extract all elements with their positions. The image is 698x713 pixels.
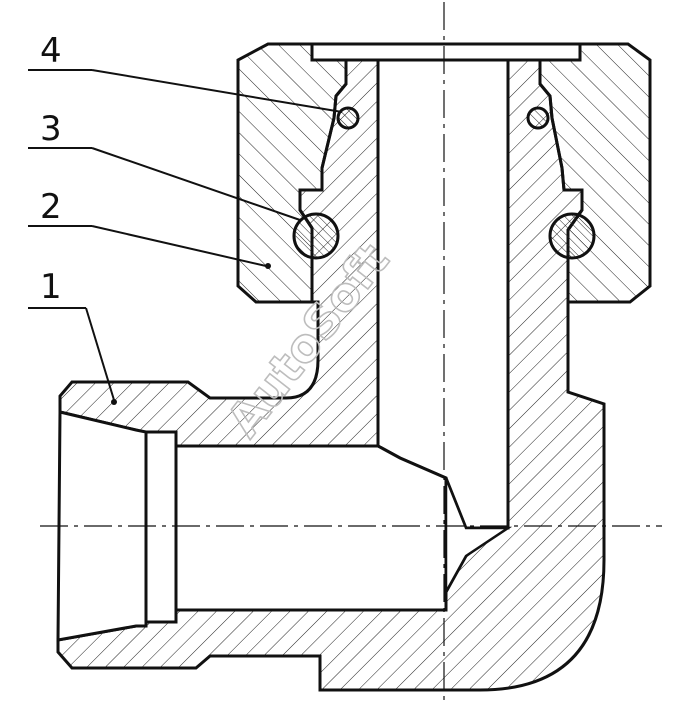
callout-1: 1 xyxy=(28,267,117,405)
callout-4: 4 xyxy=(28,31,343,113)
cutting-ring-left xyxy=(336,106,360,130)
callout-label: 4 xyxy=(40,31,62,71)
port-recess xyxy=(144,430,178,624)
callout-label: 3 xyxy=(40,109,62,149)
callout-label: 2 xyxy=(40,187,62,227)
horizontal-bore xyxy=(174,444,448,612)
drill-point xyxy=(444,477,513,597)
cutting-ring-right xyxy=(526,106,550,130)
callout-2: 2 xyxy=(28,187,271,269)
o-ring-right xyxy=(548,212,596,260)
callout-3: 3 xyxy=(28,109,301,221)
callout-label: 1 xyxy=(40,267,62,307)
o-ring-left xyxy=(292,212,340,260)
